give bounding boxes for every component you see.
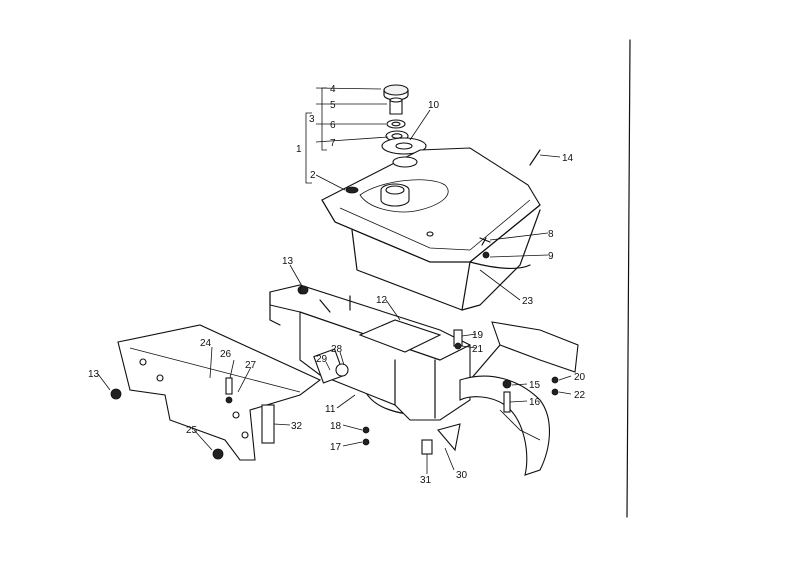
label-20: 20 — [574, 372, 586, 383]
label-1: 1 — [296, 144, 302, 155]
label-16: 16 — [529, 397, 541, 408]
label-13-left: 13 — [88, 369, 100, 380]
side-panel — [117, 324, 322, 461]
label-22: 22 — [574, 390, 586, 401]
label-7: 7 — [330, 138, 336, 149]
label-29: 29 — [316, 354, 328, 365]
label-9: 9 — [548, 251, 554, 262]
label-23: 23 — [522, 296, 534, 307]
label-18: 18 — [330, 421, 342, 432]
page-border-line — [626, 39, 631, 518]
label-6: 6 — [330, 120, 336, 131]
label-10: 10 — [428, 100, 440, 111]
label-31: 31 — [420, 475, 432, 486]
fuel-tank — [321, 147, 541, 311]
leader-lines — [97, 87, 572, 474]
label-4: 4 — [330, 84, 336, 95]
label-8: 8 — [548, 229, 554, 240]
label-14: 14 — [562, 153, 574, 164]
fuel-hose — [469, 261, 531, 269]
label-13-top: 13 — [282, 256, 294, 267]
label-19: 19 — [472, 330, 484, 341]
label-12: 12 — [376, 295, 388, 306]
frame-bracket — [269, 284, 471, 421]
hardware — [110, 149, 559, 460]
label-11: 11 — [325, 404, 336, 415]
label-2: 2 — [310, 170, 316, 181]
label-3: 3 — [309, 114, 315, 125]
label-17: 17 — [330, 442, 342, 453]
label-15: 15 — [529, 380, 541, 391]
label-5: 5 — [330, 100, 336, 111]
part-labels: 1 2 3 4 5 6 7 8 9 10 11 12 13 13 14 15 1… — [88, 84, 586, 486]
label-27: 27 — [245, 360, 257, 371]
group-bracket-1 — [305, 112, 312, 184]
label-26: 26 — [220, 349, 232, 360]
label-30: 30 — [456, 470, 468, 481]
fuel-cap-assembly — [381, 84, 427, 155]
label-25: 25 — [186, 425, 198, 436]
label-28: 28 — [331, 344, 343, 355]
right-brace — [459, 321, 579, 476]
group-bracket-3 — [321, 87, 327, 151]
label-24: 24 — [200, 338, 212, 349]
label-21: 21 — [472, 344, 484, 355]
label-32: 32 — [291, 421, 303, 432]
